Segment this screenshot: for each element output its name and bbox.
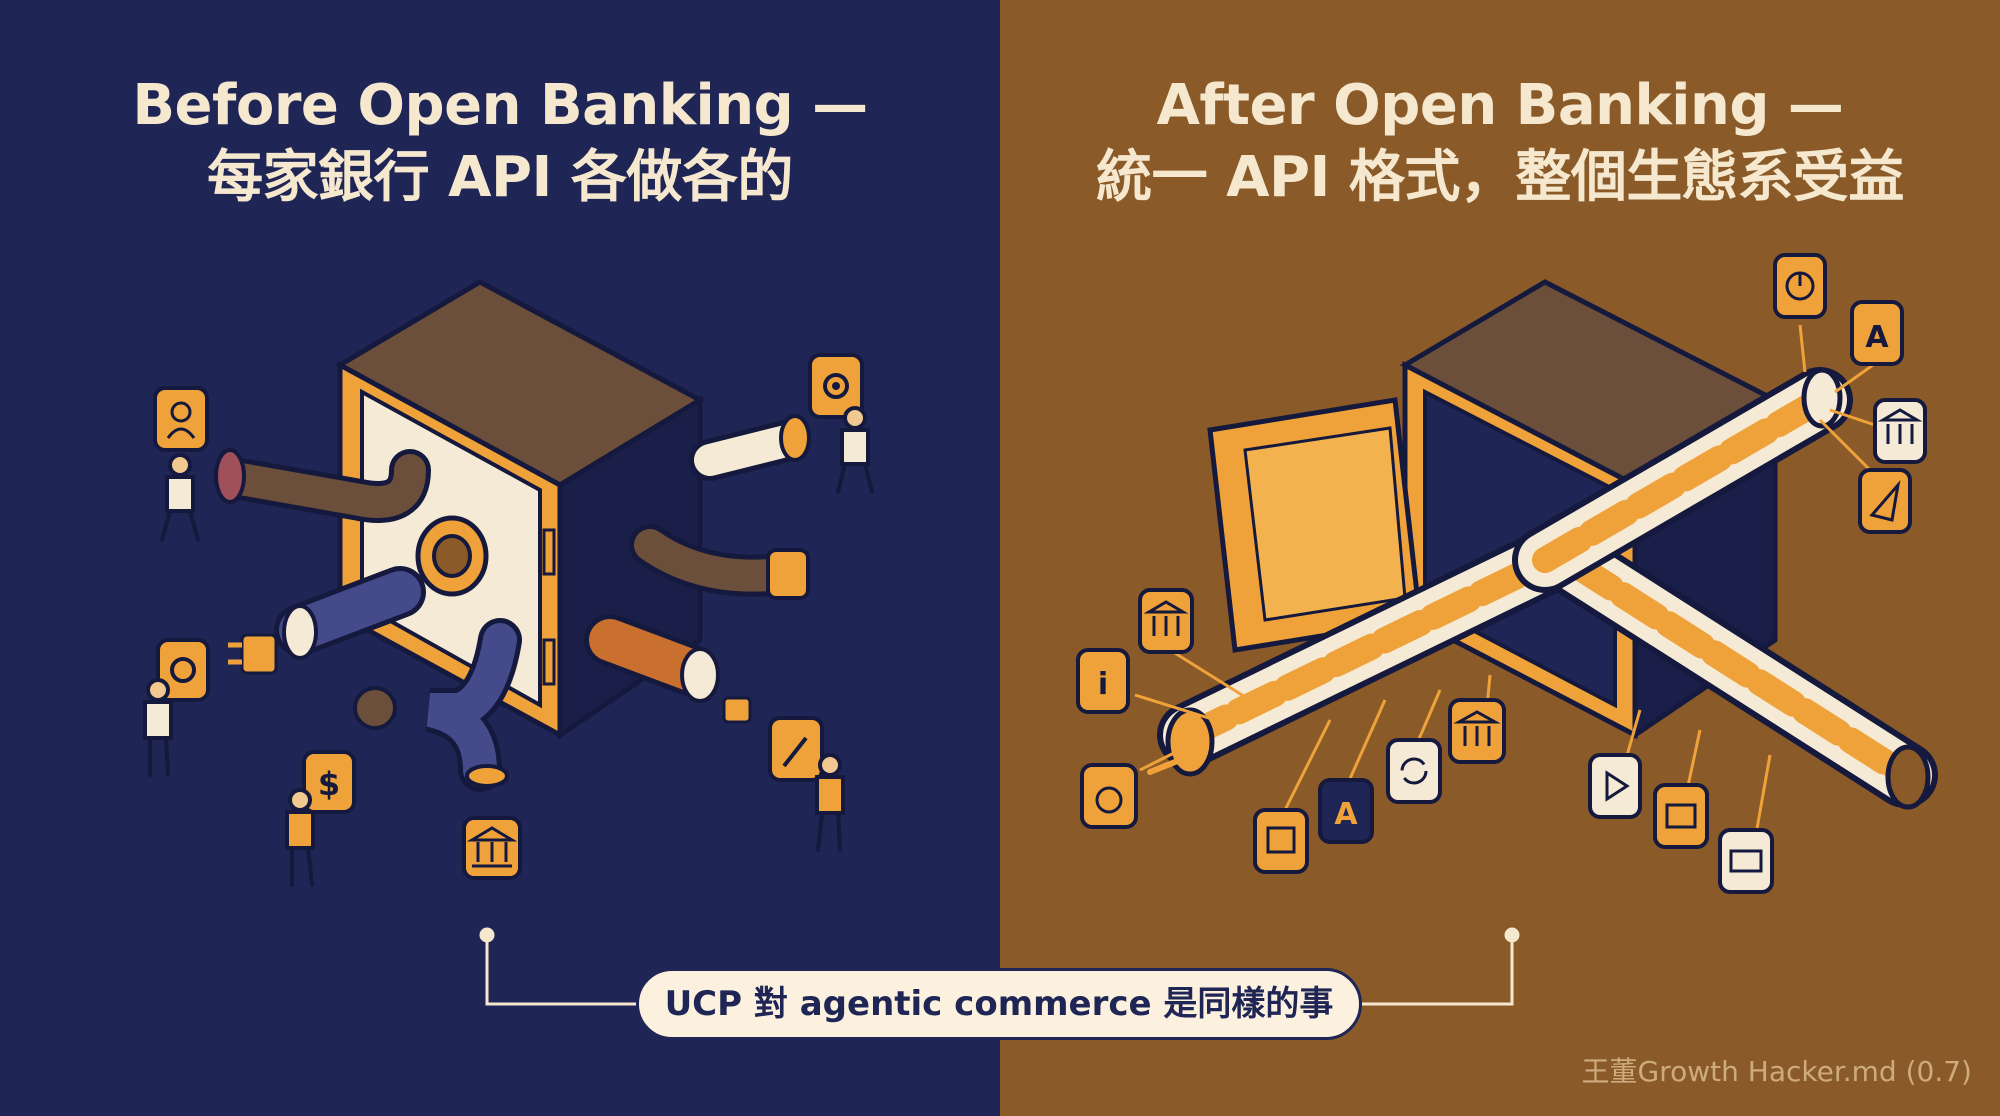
app-store-icon: A xyxy=(1850,300,1904,366)
left-pipes xyxy=(214,414,811,792)
worker-figure xyxy=(815,753,845,852)
person-icon xyxy=(153,386,209,452)
gear-icon xyxy=(156,638,210,702)
left-plugs xyxy=(228,633,752,730)
svg-text:$: $ xyxy=(318,765,340,803)
caption-pill: UCP 對 agentic commerce 是同樣的事 xyxy=(636,968,1362,1040)
bank-icon xyxy=(1448,698,1506,764)
after-title-line2: 統一 API 格式，整個生態系受益 xyxy=(1096,145,1904,210)
caption-bracket xyxy=(479,927,1520,1006)
apple-icon xyxy=(1080,763,1138,829)
play-icon xyxy=(1588,753,1642,819)
worker-figure xyxy=(836,406,874,494)
worker-figure xyxy=(160,453,200,542)
app-store-icon: A xyxy=(1318,778,1374,844)
wallet-icon xyxy=(1653,783,1709,849)
after-title: After Open Banking — 統一 API 格式，整個生態系受益 xyxy=(1000,70,2000,214)
left-icon-tiles: $ xyxy=(153,353,864,880)
left-workers xyxy=(143,406,874,887)
bank-icon xyxy=(1138,588,1194,654)
before-title-line2: 每家銀行 API 各做各的 xyxy=(207,145,793,210)
svg-text:A: A xyxy=(1865,320,1889,355)
svg-text:i: i xyxy=(1098,667,1108,702)
right-icon-tiles: A i xyxy=(1076,253,1927,894)
worker-figure xyxy=(143,678,173,777)
card-icon xyxy=(1718,828,1774,894)
unified-pipe xyxy=(1147,367,1938,810)
before-title-line1: Before Open Banking — xyxy=(132,73,868,138)
info-icon: i xyxy=(1076,648,1130,714)
send-icon xyxy=(1858,468,1912,534)
refresh-icon xyxy=(1386,738,1442,804)
bank-icon xyxy=(462,816,522,880)
dollar-icon: $ xyxy=(302,750,356,814)
bank-icon xyxy=(1873,398,1927,464)
box-icon xyxy=(1253,808,1309,874)
worker-figure xyxy=(285,788,315,887)
pie-chart-icon xyxy=(1773,253,1827,319)
watermark: 王董Growth Hacker.md (0.7) xyxy=(1581,1055,1972,1088)
svg-text:A: A xyxy=(1334,797,1358,832)
before-title: Before Open Banking — 每家銀行 API 各做各的 xyxy=(0,70,1000,214)
gear-icon xyxy=(808,353,864,419)
wrench-icon xyxy=(768,716,824,782)
after-title-line1: After Open Banking — xyxy=(1156,73,1844,138)
after-panel: After Open Banking — 統一 API 格式，整個生態系受益 xyxy=(1000,0,2000,1116)
